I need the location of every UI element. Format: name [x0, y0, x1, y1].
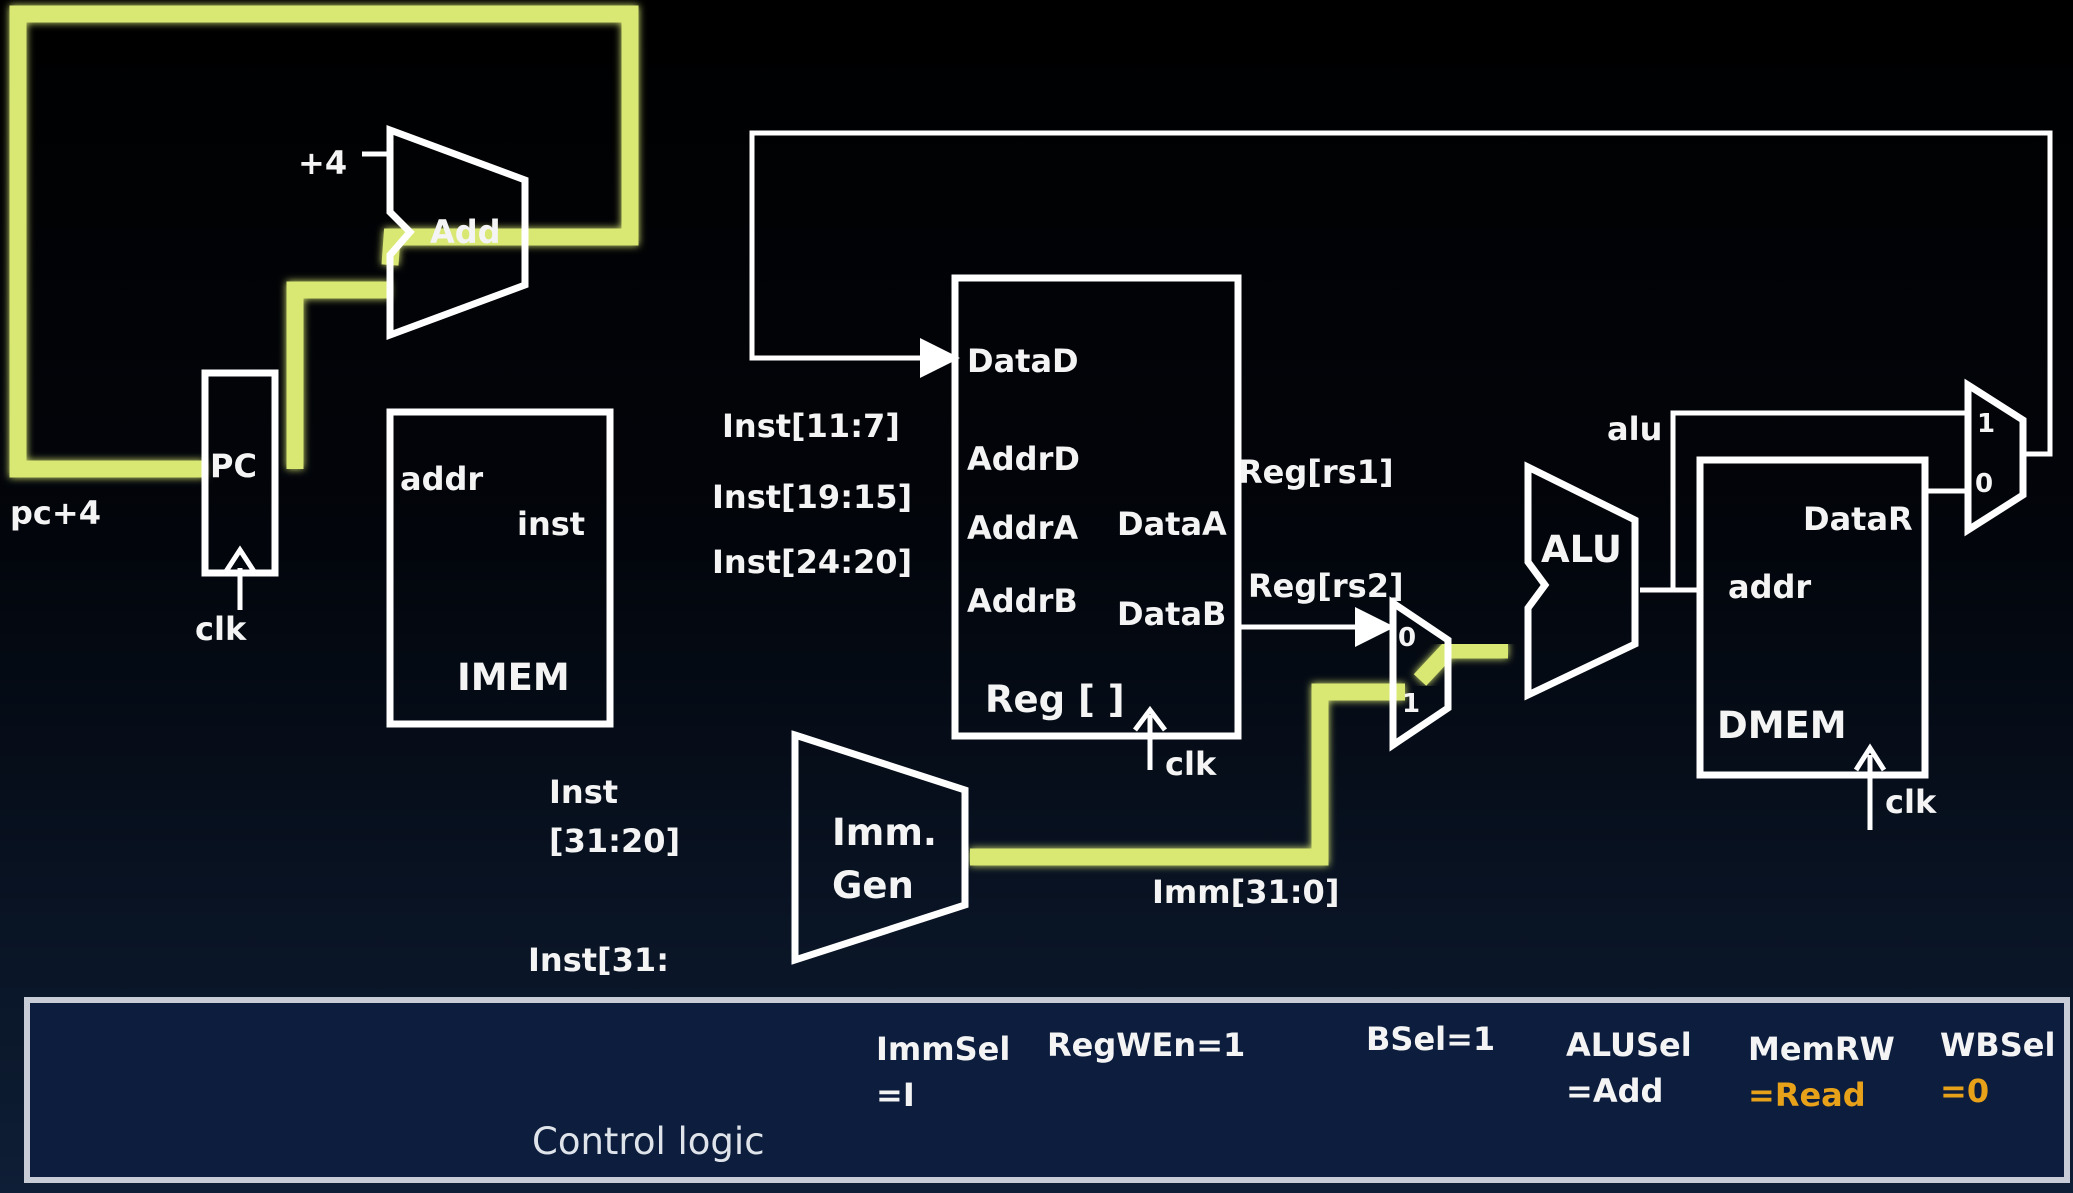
writeback-wire — [749, 130, 2053, 457]
regwen-label: RegWEn=1 — [1047, 1026, 1245, 1064]
regfile-box — [951, 274, 1242, 740]
immgen-out-label: Imm[31:0] — [1152, 873, 1339, 911]
rs2-field-label: Inst[24:20] — [712, 543, 912, 581]
dmem-addr: addr — [1728, 568, 1811, 606]
rs1-field-label: Inst[19:15] — [712, 478, 912, 516]
immsel-label-1: ImmSel — [876, 1030, 1010, 1068]
imm-field-label-1: Inst — [549, 773, 618, 811]
immsel-label-2: =I — [876, 1076, 915, 1114]
wbsel-label-1: WBSel — [1940, 1026, 2055, 1064]
inst-fields: Inst[11:7] Inst[19:15] Inst[24:20] Inst … — [528, 407, 912, 979]
alusel-label-2: =Add — [1566, 1072, 1663, 1110]
ctrl-field-label: Inst[31: — [528, 941, 669, 979]
immgen-label-1: Imm. — [832, 811, 937, 854]
wbsel-label-2: =0 — [1940, 1072, 1989, 1110]
bsel-label: BSel=1 — [1366, 1020, 1495, 1058]
plus4-label: +4 — [298, 144, 347, 182]
immgen-shape — [791, 730, 969, 965]
pc-plus4-feedback-wire — [9, 5, 639, 478]
alusel-label-1: ALUSel — [1566, 1026, 1692, 1064]
dmem-box — [1696, 456, 1929, 779]
imm-gen: Imm. Gen Imm[31:0] — [791, 730, 1339, 965]
dmem-clk-label: clk — [1885, 783, 1937, 821]
imem-title: IMEM — [457, 656, 570, 699]
highlighted-paths — [9, 5, 2012, 1000]
dmem-clk-triangle — [1853, 743, 1887, 772]
alu-to-wbmux-wire — [1670, 410, 1968, 590]
adder-label: Add — [430, 213, 501, 251]
pc-label: PC — [210, 447, 257, 485]
wbmux-in1: 1 — [1977, 409, 1995, 439]
wbmux-shape — [1964, 378, 2027, 537]
wbmux-in0: 0 — [1975, 469, 1993, 499]
regfile-dataa: DataA — [1117, 505, 1227, 543]
dmem: DataR addr DMEM clk — [1696, 456, 1937, 821]
bmux-shape — [1389, 596, 1452, 752]
imem-inst-label: inst — [517, 505, 585, 543]
regfile-clk-triangle — [1133, 705, 1167, 732]
dmem-title: DMEM — [1717, 704, 1847, 747]
regfile-datad: DataD — [967, 342, 1079, 380]
pc-register: PC clk pc+4 — [10, 369, 279, 648]
adder: Add +4 — [298, 124, 529, 341]
pc-box — [201, 369, 279, 577]
bmux-in1: 1 — [1402, 689, 1420, 719]
bsel-mux: 0 1 — [1389, 596, 1452, 752]
alu: ALU — [1524, 461, 1639, 701]
pc-to-adder-wire — [286, 281, 390, 469]
register-file: DataD AddrD AddrA AddrB DataA DataB Reg … — [951, 274, 1242, 783]
rs1-value-label: Reg[rs1] — [1238, 453, 1394, 491]
pc-clk-triangle — [222, 545, 258, 575]
bmux-in0: 0 — [1398, 623, 1416, 653]
pc-plus4-label: pc+4 — [10, 494, 101, 532]
wbsel-mux: 1 0 — [1964, 378, 2027, 537]
imem: addr inst IMEM — [386, 408, 614, 728]
imm-field-label-2: [31:20] — [549, 822, 680, 860]
regfile-clk-label: clk — [1165, 745, 1217, 783]
control-logic: Control logic ImmSel =I RegWEn=1 BSel=1 … — [24, 997, 2070, 1183]
imm-out-wire — [970, 683, 1405, 866]
memrw-label-1: MemRW — [1748, 1030, 1895, 1068]
regfile-addra: AddrA — [967, 509, 1078, 547]
regfile-datab: DataB — [1117, 595, 1226, 633]
pc-clk-label: clk — [195, 610, 247, 648]
imem-addr-label: addr — [400, 460, 483, 498]
signal-labels: Reg[rs1] Reg[rs2] alu — [1238, 410, 1662, 605]
control-title: Control logic — [532, 1120, 765, 1163]
regfile-title: Reg [ ] — [985, 678, 1125, 721]
immgen-label-2: Gen — [832, 864, 914, 907]
dmem-datar: DataR — [1803, 500, 1913, 538]
rd-field-label: Inst[11:7] — [722, 407, 900, 445]
imem-box — [386, 408, 614, 728]
adder-shape — [386, 124, 529, 341]
memrw-label-2: =Read — [1748, 1076, 1866, 1114]
regfile-addrb: AddrB — [967, 582, 1078, 620]
regfile-addrd: AddrD — [967, 440, 1080, 478]
rs2-value-label: Reg[rs2] — [1248, 567, 1404, 605]
alu-value-label: alu — [1607, 410, 1662, 448]
alu-shape — [1524, 461, 1639, 701]
alu-label: ALU — [1541, 528, 1622, 571]
control-panel — [24, 997, 2070, 1183]
